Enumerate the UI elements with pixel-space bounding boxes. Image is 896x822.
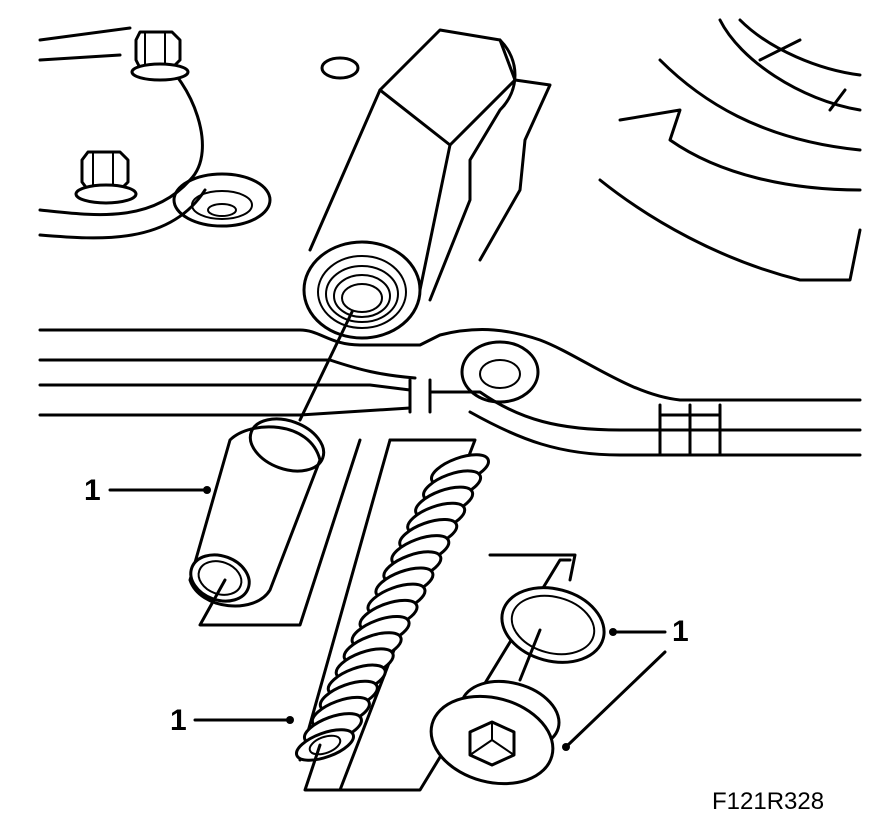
locating-boss [460, 340, 540, 404]
figure-code: F121R328 [712, 788, 825, 815]
bolt-top [130, 30, 190, 82]
valve-bore-boss [302, 28, 552, 340]
plug-part [429, 679, 561, 786]
callout-1-sleeve: 1 [84, 474, 101, 507]
recess [172, 172, 272, 228]
upper-right-casting [598, 18, 862, 282]
sleeve-part [188, 417, 362, 627]
seal-ring-part [488, 553, 606, 682]
callout-1-spring: 1 [170, 704, 187, 737]
callout-1-seal-ring: 1 [672, 615, 689, 648]
housing-casting [38, 18, 862, 457]
callout-leaders [108, 486, 667, 751]
spring-end [308, 734, 342, 756]
bolt-lower [74, 150, 138, 205]
spring-part [295, 438, 572, 792]
